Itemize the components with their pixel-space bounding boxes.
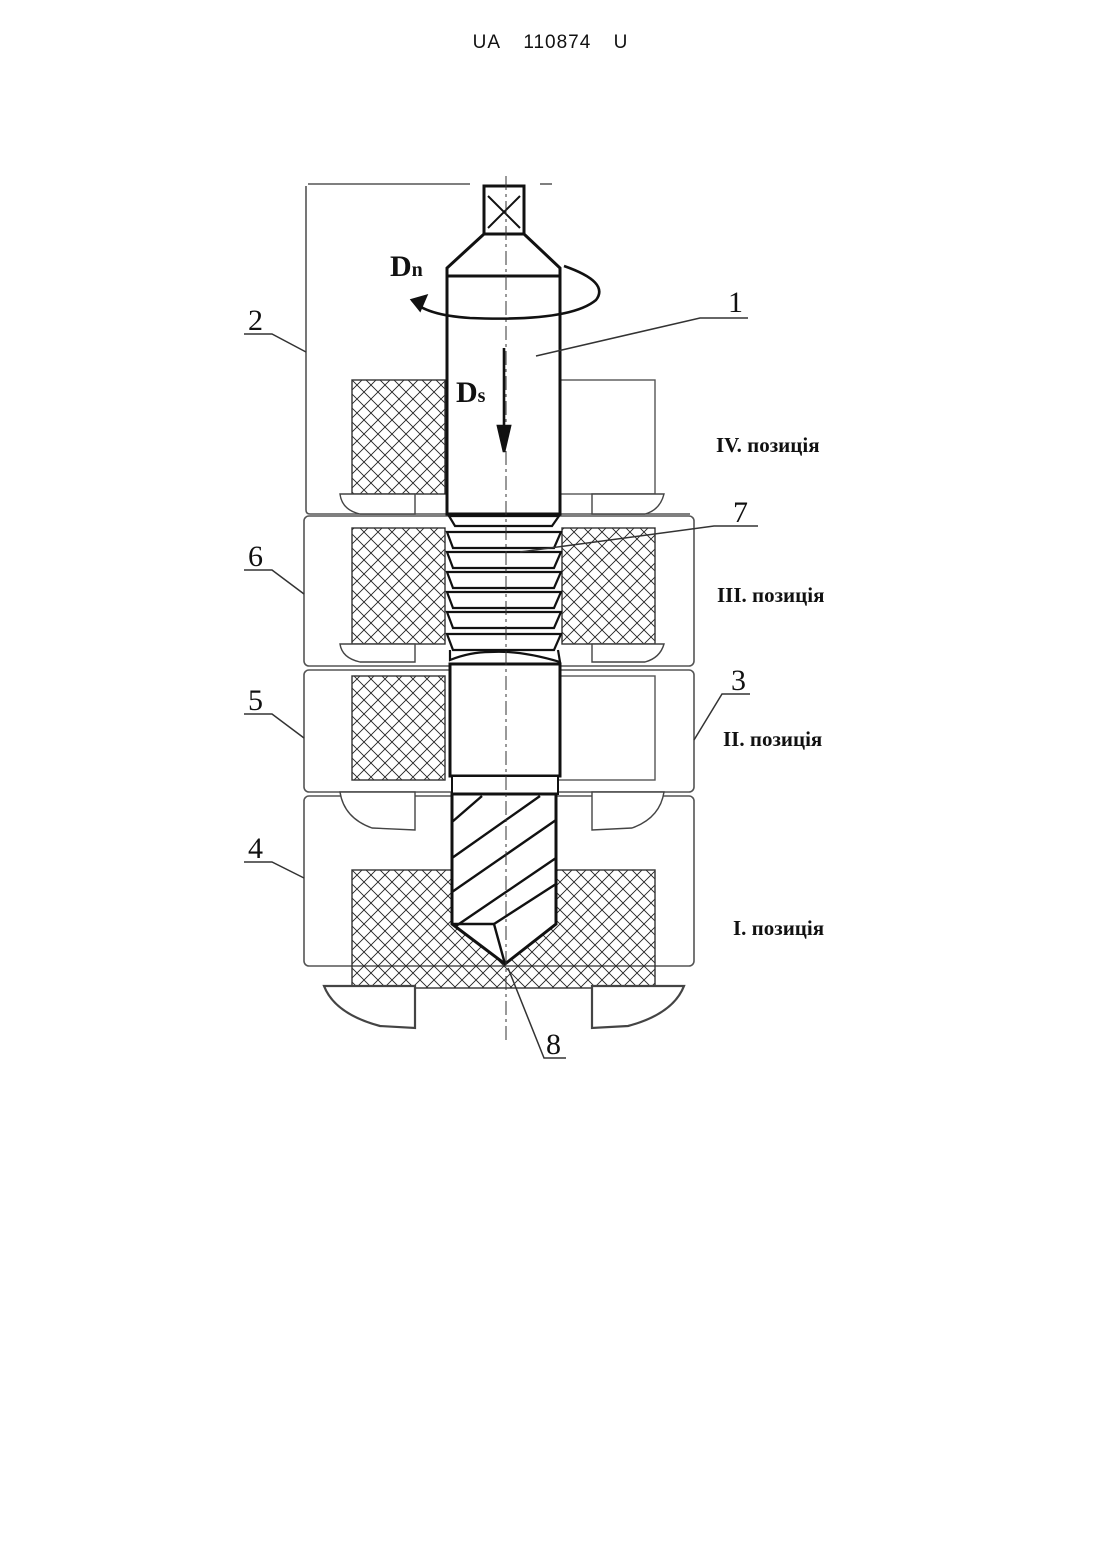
label-feed-main: D (456, 376, 478, 409)
label-part-7: 7 (733, 496, 748, 529)
label-part-8: 8 (546, 1028, 561, 1061)
leader-6 (244, 570, 304, 594)
label-rotation-sub: n (412, 259, 423, 281)
label-part-6: 6 (248, 540, 263, 573)
label-part-2: 2 (248, 304, 263, 337)
block-right-3 (562, 528, 655, 644)
label-part-5: 5 (248, 684, 263, 717)
jaw-left-1 (324, 986, 415, 1028)
jaw-right-2 (592, 792, 664, 830)
label-part-3: 3 (731, 664, 746, 697)
combined-tool (447, 186, 561, 964)
tool-shank-cone (447, 234, 560, 276)
block-left-2 (352, 676, 445, 780)
block-left-3 (352, 528, 445, 644)
tool-neck-collar (452, 776, 558, 794)
label-position-3: III. позиція (717, 583, 824, 607)
jaw-right-1 (592, 986, 684, 1028)
label-part-1: 1 (728, 286, 743, 319)
label-rotation-motion: Dn (390, 250, 423, 283)
leader-5 (244, 714, 304, 738)
label-position-2: II. позиція (723, 727, 822, 751)
jaw-right-4 (592, 494, 664, 514)
label-position-1: I. позиція (733, 916, 824, 940)
block-left-4 (352, 380, 445, 494)
label-part-4: 4 (248, 832, 263, 865)
leader-1 (536, 318, 748, 356)
jaw-left-2 (340, 792, 415, 830)
jaw-left-3 (340, 644, 415, 662)
tool-thread (447, 516, 561, 662)
tool-neck (450, 664, 560, 776)
label-position-4: IV. позиція (716, 433, 820, 457)
jaw-right-3 (592, 644, 664, 662)
label-rotation-main: D (390, 250, 412, 283)
label-feed-sub: s (478, 385, 486, 407)
jaw-left-4 (340, 494, 415, 514)
